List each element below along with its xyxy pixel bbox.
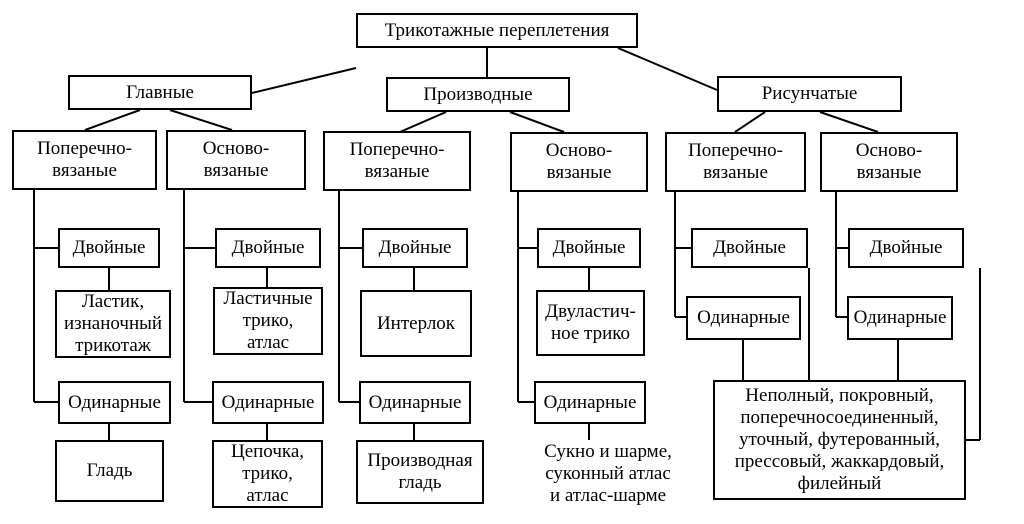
c4-single-node: Одинарные bbox=[534, 381, 646, 424]
connector-pattern-weft bbox=[734, 111, 766, 133]
branch-pattern-weft: Поперечно- вязаные bbox=[665, 132, 806, 192]
connector-main-warp bbox=[169, 109, 233, 131]
c2-double-node: Двойные bbox=[215, 228, 321, 268]
connector-root-pattern bbox=[617, 47, 718, 91]
c2-double-example: Ластичные трико, атлас bbox=[213, 287, 323, 355]
connector-root-main bbox=[251, 67, 357, 94]
branch-derived-weft: Поперечно- вязаные bbox=[323, 131, 471, 191]
branch-main-weft: Поперечно- вязаные bbox=[12, 130, 157, 190]
connector-derived-warp bbox=[509, 111, 565, 133]
connector-derived-weft bbox=[399, 111, 447, 133]
c1-double-node: Двойные bbox=[58, 228, 160, 268]
c3-double-example: Интерлок bbox=[360, 290, 472, 357]
c1-single-example: Гладь bbox=[55, 440, 164, 502]
c6-double-node: Двойные bbox=[848, 228, 964, 268]
c2-single-example: Цепочка, трико, атлас bbox=[212, 440, 323, 508]
c4-double-node: Двойные bbox=[537, 228, 641, 268]
c4-single-example: Сукно и шарме, суконный атлас и атлас-ша… bbox=[544, 441, 672, 506]
category-main: Главные bbox=[68, 75, 252, 110]
category-derived: Производные bbox=[386, 77, 570, 112]
c3-single-example: Производная гладь bbox=[356, 440, 484, 504]
c5-single-node: Одинарные bbox=[686, 296, 801, 340]
c2-single-node: Одинарные bbox=[212, 381, 324, 424]
pattern-examples: Неполный, покровный, поперечносоединенны… bbox=[713, 380, 966, 500]
connector-pattern-warp bbox=[819, 111, 879, 133]
c1-double-example: Ластик, изнаночный трикотаж bbox=[55, 290, 171, 358]
category-pattern: Рисунчатые bbox=[717, 76, 902, 112]
c1-single-node: Одинарные bbox=[58, 381, 171, 424]
branch-derived-warp: Осново- вязаные bbox=[510, 132, 648, 192]
c3-double-node: Двойные bbox=[362, 228, 468, 268]
branch-main-warp: Осново- вязаные bbox=[166, 130, 306, 190]
connector-main-weft bbox=[84, 109, 141, 131]
c5-double-node: Двойные bbox=[691, 228, 808, 268]
branch-pattern-warp: Осново- вязаные bbox=[820, 132, 958, 192]
c4-double-example: Двуластич- ное трико bbox=[536, 290, 645, 356]
c3-single-node: Одинарные bbox=[359, 381, 471, 424]
root-node: Трикотажные переплетения bbox=[356, 13, 638, 48]
c6-single-node: Одинарные bbox=[847, 296, 953, 340]
